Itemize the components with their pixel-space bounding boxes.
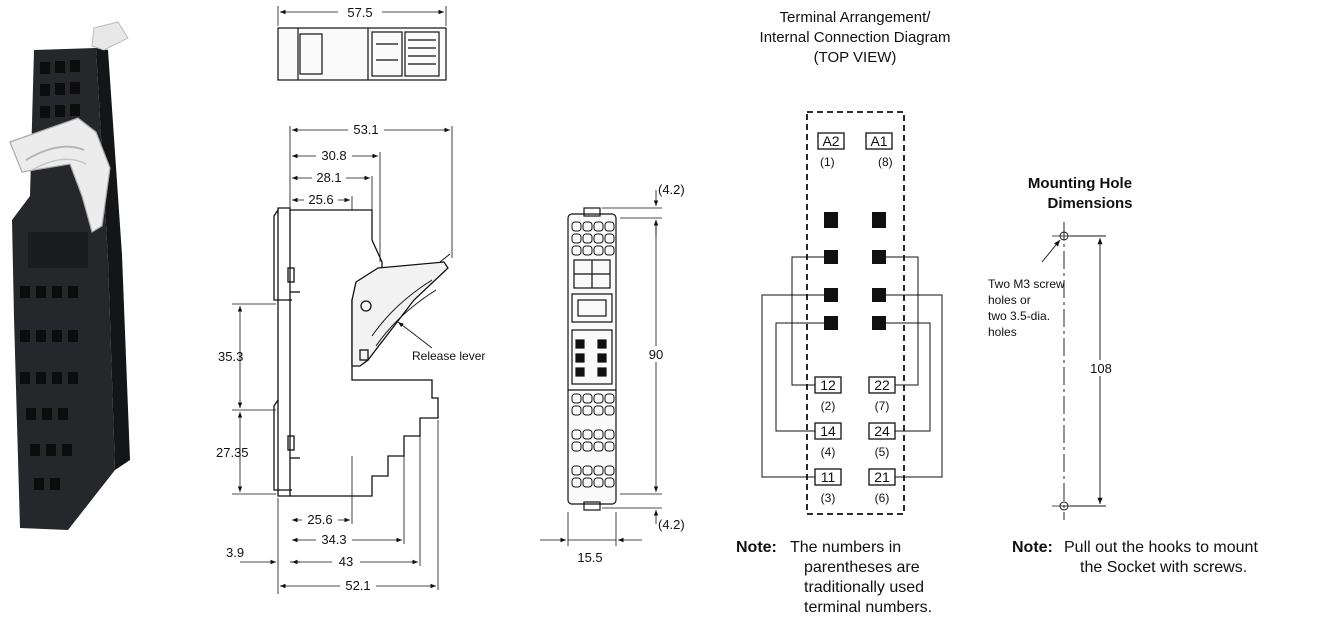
dim-43: 43 [339,554,353,569]
release-lever-label: Release lever [412,349,485,363]
dim-52-1: 52.1 [345,578,370,593]
mounting-note-line-2: the Socket with screws. [1080,559,1247,576]
diagram-note-label: Note: [736,539,777,556]
diagram-note-line-1: The numbers in [790,539,901,556]
terminal-11: 11 [821,469,836,485]
pin-3: (3) [821,491,836,505]
dim-30-8: 30.8 [321,148,346,163]
diagram-title-line-1: Terminal Arrangement/ [780,9,932,26]
dim-34-3: 34.3 [321,532,346,547]
terminal-a2: A2 [822,133,839,149]
dim-28-1: 28.1 [316,170,341,185]
pin-7: (7) [875,399,890,413]
pin-2: (2) [821,399,836,413]
pin-1: (1) [820,155,835,169]
mounting-title-line-1: Mounting Hole [1028,175,1132,192]
side-view [273,207,451,497]
terminal-22: 22 [874,377,890,393]
screw-note-line-2: holes or [988,293,1031,307]
relay-socket-photo-icon [9,21,130,530]
terminal-12: 12 [820,377,836,393]
mounting-hole-drawing [1041,222,1106,520]
mounting-title-line-2: Dimensions [1047,195,1132,212]
diagram-title-line-2: Internal Connection Diagram [760,29,951,46]
dim-35-3: 35.3 [218,349,243,364]
mounting-spacing-108: 108 [1090,361,1112,376]
front-view [567,207,617,511]
screw-note-line-3: two 3.5-dia. [988,309,1050,323]
pin-4: (4) [821,445,836,459]
front-bottom-gap: (4.2) [658,517,685,532]
pin-6: (6) [875,491,890,505]
diagram-note-line-4: terminal numbers. [804,599,932,616]
terminal-a1: A1 [870,133,887,149]
diagram-note-line-3: traditionally used [804,579,924,596]
front-width: 15.5 [577,550,602,565]
dim-25-6-top: 25.6 [308,192,333,207]
front-height: 90 [649,347,663,362]
terminal-24: 24 [874,423,890,439]
front-top-gap: (4.2) [658,182,685,197]
pin-8: (8) [878,155,893,169]
diagram-title-line-3: (TOP VIEW) [814,49,897,66]
dim-27-35: 27.35 [216,445,249,460]
top-view-width-label: 57.5 [347,5,372,20]
dim-3-9: 3.9 [226,545,244,560]
top-view [277,6,447,81]
terminal-14: 14 [820,423,836,439]
dim-25-6-bottom: 25.6 [307,512,332,527]
mounting-note-label: Note: [1012,539,1053,556]
pin-5: (5) [875,445,890,459]
connection-diagram [761,111,943,515]
diagram-note-line-2: parentheses are [804,559,920,576]
mounting-note-line-1: Pull out the hooks to mount [1064,539,1258,556]
screw-note-line-1: Two M3 screw [988,277,1065,291]
dim-53-1: 53.1 [353,122,378,137]
screw-note-line-4: holes [988,325,1017,339]
terminal-21: 21 [874,469,890,485]
